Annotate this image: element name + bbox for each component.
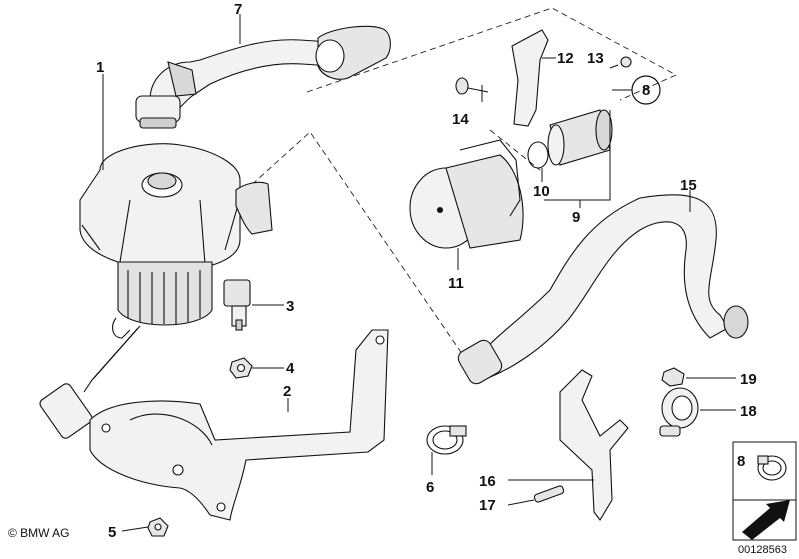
bracket-12 (511, 29, 549, 127)
copyright-text: © BMW AG (8, 526, 70, 540)
callout-8-circle (631, 75, 661, 105)
callout-18: 18 (740, 403, 757, 420)
callout-8-inset: 8 (737, 453, 745, 470)
pump-cable (39, 325, 141, 439)
callout-6: 6 (426, 479, 434, 496)
callout-7: 7 (234, 1, 242, 18)
callout-11: 11 (448, 275, 464, 292)
callout-5: 5 (108, 524, 116, 541)
callout-4: 4 (286, 360, 295, 377)
arrow-icon (742, 500, 790, 540)
sensor-part (223, 279, 251, 331)
valve-11 (409, 139, 524, 249)
hose-clamp-6 (426, 425, 467, 455)
nut-4 (229, 357, 253, 379)
bolt-14 (455, 77, 489, 95)
nut-5 (147, 517, 169, 537)
callout-labels: 1 2 3 4 5 6 7 8 9 10 11 12 13 14 15 16 1… (96, 1, 757, 541)
bracket-16 (559, 369, 629, 521)
callout-12: 12 (557, 50, 574, 67)
inset-clamp-box (732, 441, 797, 541)
bolt-13 (609, 56, 632, 69)
nut-19 (661, 367, 685, 387)
callout-10: 10 (533, 183, 550, 200)
callout-2: 2 (283, 383, 291, 400)
callout-13: 13 (587, 50, 604, 67)
pipe-connector-8 (547, 109, 613, 166)
callout-14: 14 (452, 111, 469, 128)
callout-9: 9 (572, 209, 580, 226)
callout-3: 3 (286, 298, 294, 315)
o-ring-10 (527, 141, 549, 169)
hose-upper (135, 25, 391, 129)
hose-lower (457, 194, 749, 385)
clip-18 (659, 387, 699, 437)
leader-lines (102, 14, 736, 532)
image-id: 00128563 (738, 544, 787, 556)
callout-19: 19 (740, 371, 757, 388)
bracket-2 (89, 329, 389, 521)
callout-15: 15 (680, 177, 697, 194)
callout-16: 16 (479, 473, 496, 490)
callout-1: 1 (96, 59, 104, 76)
callout-17: 17 (479, 497, 496, 514)
callout-8: 8 (642, 82, 650, 99)
secondary-air-pump (79, 143, 273, 339)
bolt-17 (533, 485, 565, 503)
